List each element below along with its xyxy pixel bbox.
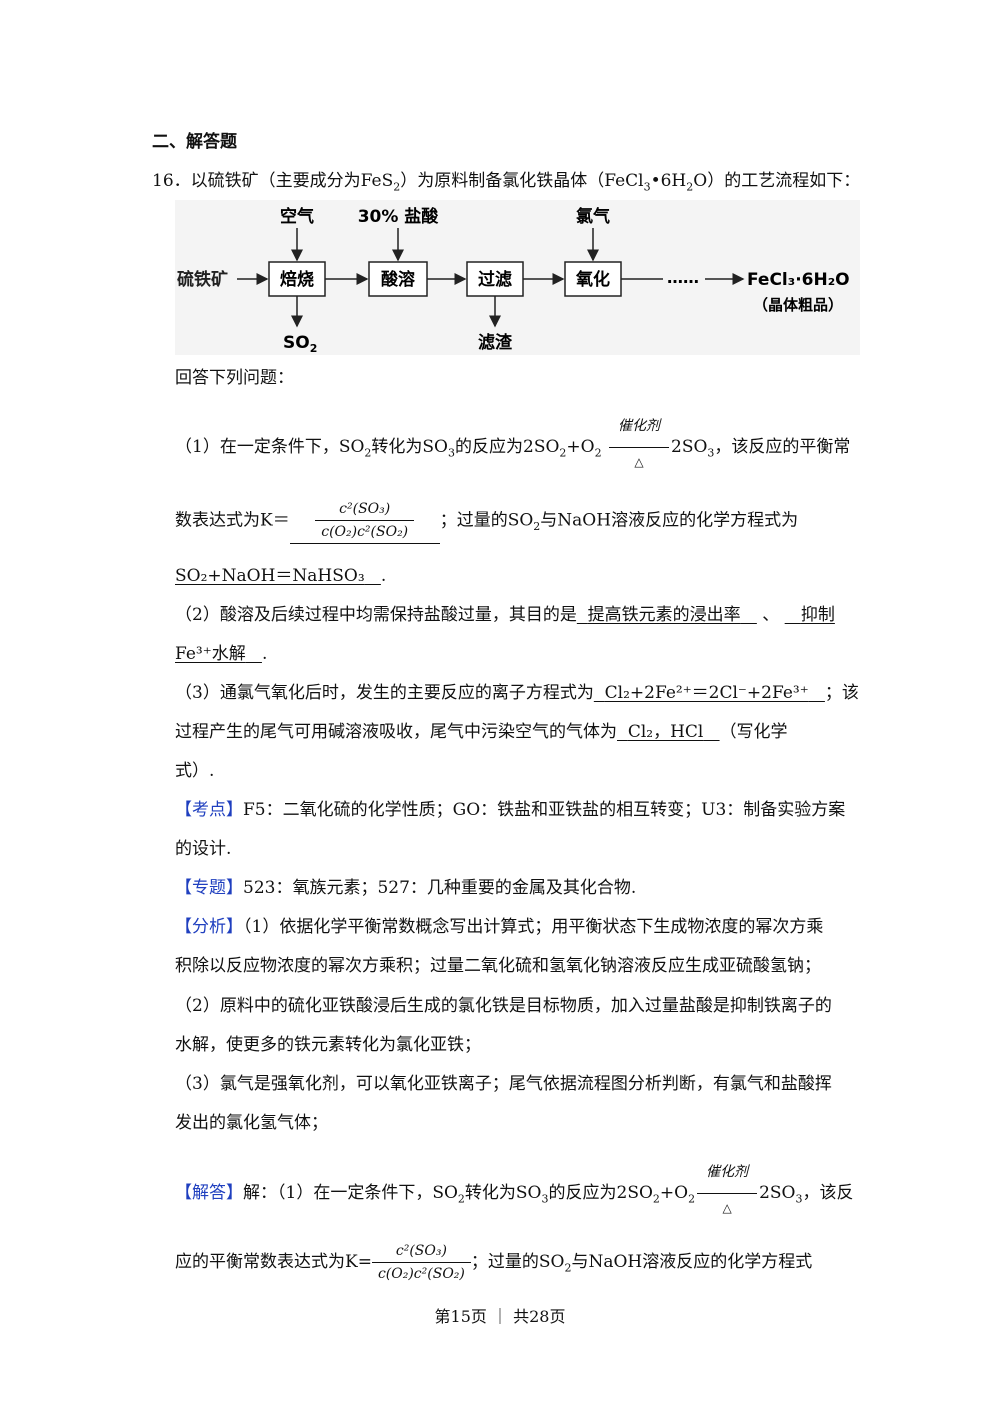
q2-answer-2b: Fe³⁺水解 <box>175 644 246 664</box>
fenxi-line4: 水解，使更多的铁元素转化为氯化亚铁； <box>175 1035 481 1055</box>
answer-prompt: 回答下列问题： <box>175 368 294 388</box>
q3-answer-2: Cl₂，HCl <box>627 722 704 742</box>
fenxi-line6: 发出的氯化氢气体； <box>175 1113 328 1133</box>
q3-line3: 式）. <box>175 761 215 781</box>
process-flowchart: 硫铁矿 焙烧 酸溶 过滤 氧化 …… FeCl₃·6H₂O （晶体粗品） 空气 … <box>175 200 860 355</box>
fenxi-tag: 【分析】 <box>175 917 243 937</box>
q1-answer-k: c²(SO₃)c(O₂)c²(SO₂) <box>289 498 440 544</box>
fenxi-line2: 积除以反应物浓度的幂次方乘积；过量二氧化硫和氢氧化钠溶液反应生成亚硫酸氢钠； <box>175 956 821 976</box>
fenxi-line1: 【分析】（1）依据化学平衡常数概念写出计算式；用平衡状态下生成物浓度的幂次方乘 <box>175 917 824 937</box>
q2-answer-1: 提高铁元素的浸出率 <box>587 605 741 625</box>
fenxi-line3: （2）原料中的硫化亚铁酸浸后生成的氯化铁是目标物质，加入过量盐酸是抑制铁离子的 <box>175 996 832 1016</box>
flow-step-roast-label: 焙烧 <box>280 269 314 290</box>
flow-step-oxidize-label: 氧化 <box>575 269 610 290</box>
zhuanti-tag: 【专题】 <box>175 878 243 898</box>
flow-add-chlorine: 氯气 <box>576 206 610 227</box>
flow-input-label: 硫铁矿 <box>177 269 228 290</box>
flow-out-residue: 滤渣 <box>478 332 513 353</box>
flow-add-air: 空气 <box>280 206 314 227</box>
flow-step-roast <box>268 261 326 297</box>
flow-step-oxidize <box>564 261 622 297</box>
q1-answer-equation: SO₂+NaOH＝NaHSO₃ <box>175 566 365 586</box>
kaodian-line1: 【考点】F5：二氧化硫的化学性质；GO：铁盐和亚铁盐的相互转变；U3：制备实验方… <box>175 800 846 820</box>
page-footer: 第15页 ｜ 共28页 <box>434 1307 566 1326</box>
q3-line1: （3）通氯气氧化后时，发生的主要反应的离子方程式为 Cl₂+2Fe²⁺＝2Cl⁻… <box>175 683 859 703</box>
q3-answer-1: Cl₂+2Fe²⁺＝2Cl⁻+2Fe³⁺ <box>604 683 809 703</box>
question-stem: 16．以硫铁矿（主要成分为FeS2）为原料制备氯化铁晶体（FeCl3•6H2O）… <box>152 171 861 194</box>
flow-dots: …… <box>667 268 699 287</box>
flow-product: FeCl₃·6H₂O <box>747 270 850 290</box>
q2-line1: （2）酸溶及后续过程中均需保持盐酸过量，其目的是 提高铁元素的浸出率 、 抑制 <box>175 605 835 625</box>
q2-answer-2a: 抑制 <box>800 605 835 625</box>
fenxi-line5: （3）氯气是强氧化剂，可以氧化亚铁离子；尾气依据流程图分析判断，有氯气和盐酸挥 <box>175 1074 832 1094</box>
question-number: 16． <box>152 171 191 191</box>
flow-step-filter-label: 过滤 <box>478 269 512 290</box>
jieda-k-fraction: c²(SO₃)c(O₂)c²(SO₂) <box>371 1240 471 1285</box>
kaodian-tag: 【考点】 <box>175 800 243 820</box>
q1-line3: SO₂+NaOH＝NaHSO₃ . <box>175 566 387 586</box>
flow-add-acid: 30% 盐酸 <box>358 206 440 227</box>
q1-line2: 数表达式为K＝c²(SO₃)c(O₂)c²(SO₂)；过量的SO2与NaOH溶液… <box>175 498 798 544</box>
jieda-tag: 【解答】 <box>175 1183 243 1203</box>
kaodian-line2: 的设计. <box>175 839 232 859</box>
jieda-line2: 应的平衡常数表达式为K=c²(SO₃)c(O₂)c²(SO₂)；过量的SO2与N… <box>175 1240 812 1285</box>
q1-line1: （1）在一定条件下，SO2转化为SO3的反应为2SO2+O2 催化剂△2SO3，… <box>175 417 851 469</box>
catalyst-arrow: 催化剂△ <box>607 418 671 469</box>
zhuanti-line: 【专题】523：氧族元素；527：几种重要的金属及其化合物. <box>175 878 637 898</box>
section-heading: 二、解答题 <box>152 132 237 152</box>
q3-line2: 过程产生的尾气可用碱溶液吸收，尾气中污染空气的气体为 Cl₂，HCl （写化学 <box>175 722 788 742</box>
flow-out-so2: SO2 <box>283 333 317 355</box>
flow-step-acid-label: 酸溶 <box>381 269 415 290</box>
q2-line2: Fe³⁺水解 . <box>175 644 268 664</box>
flow-product-note: （晶体粗品） <box>753 296 843 314</box>
catalyst-arrow-2: 催化剂△ <box>695 1164 759 1215</box>
